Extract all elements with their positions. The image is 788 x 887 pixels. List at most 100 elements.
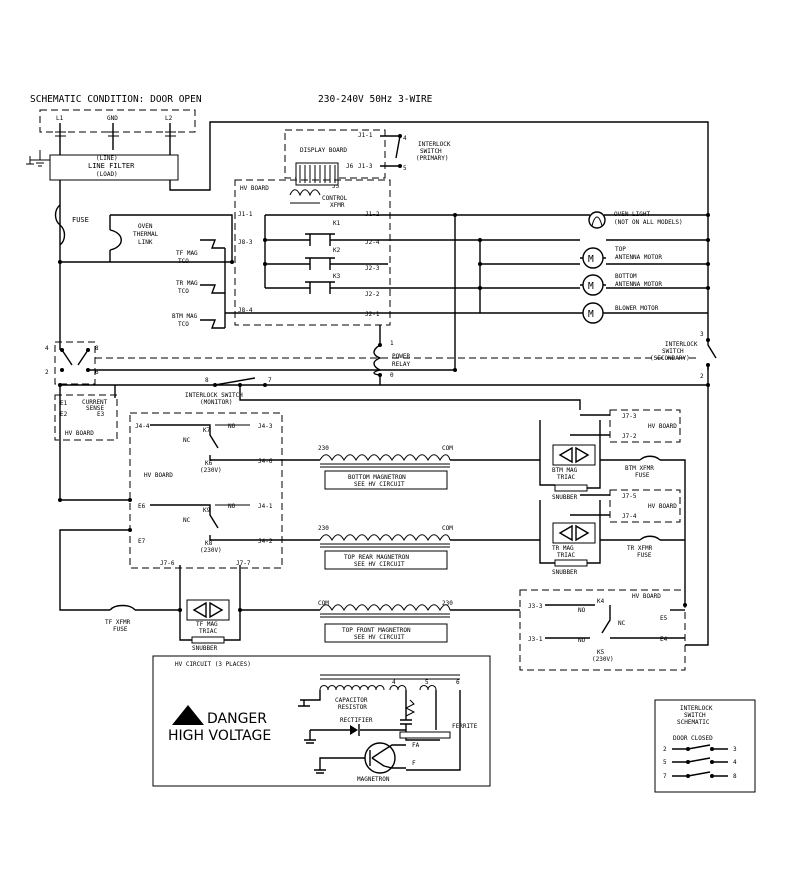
svg-text:SCHEMATIC: SCHEMATIC: [677, 719, 710, 726]
btm-mag-triac: BTM MAG TRIAC SNUBBER BTM XFMR FUSE J7-3…: [539, 409, 681, 501]
tco-tr: TR MAG: [176, 280, 198, 287]
svg-text:COM: COM: [442, 445, 453, 452]
svg-text:J8-4: J8-4: [238, 307, 253, 314]
svg-text:TRIAC: TRIAC: [199, 628, 217, 635]
svg-text:K9: K9: [203, 507, 211, 514]
terminal-l2: L2: [165, 115, 173, 122]
tco-btm: BTM MAG: [172, 313, 198, 320]
supply-terminals: L1 GND L2: [39, 109, 196, 140]
svg-text:J3-3: J3-3: [528, 603, 543, 610]
svg-text:SNUBBER: SNUBBER: [552, 569, 578, 576]
svg-text:SEE HV CIRCUIT: SEE HV CIRCUIT: [354, 561, 405, 568]
svg-text:3: 3: [700, 331, 704, 338]
svg-text:INTERLOCK: INTERLOCK: [680, 705, 713, 712]
hv-board-top: HV BOARD CONTROL XFMR J1-1 J8-3 J8-4 J1-…: [225, 179, 391, 326]
svg-text:HV BOARD: HV BOARD: [144, 472, 173, 479]
svg-text:E2: E2: [60, 411, 68, 418]
svg-text:HV BOARD: HV BOARD: [632, 593, 661, 600]
svg-text:E3: E3: [97, 411, 105, 418]
svg-text:1: 1: [390, 340, 394, 347]
schematic-condition: SCHEMATIC CONDITION: DOOR OPEN: [30, 94, 202, 105]
svg-text:(MONITOR): (MONITOR): [200, 399, 233, 406]
svg-text:BTM XFMR: BTM XFMR: [625, 465, 654, 472]
svg-text:NO: NO: [228, 503, 236, 510]
transformer-top-front: COM 230 TOP FRONT MAGNETRON SEE HV CIRCU…: [318, 600, 453, 643]
svg-text:J7-3: J7-3: [622, 413, 637, 420]
junction-dots: [58, 260, 710, 607]
interlock-switch-secondary: 3 2 INTERLOCK SWITCH (SECONDARY): [650, 331, 717, 380]
svg-text:NC: NC: [183, 437, 191, 444]
svg-text:SWITCH: SWITCH: [684, 712, 706, 719]
svg-text:LINK: LINK: [138, 239, 153, 246]
oven-light-label: OVEN LIGHT: [614, 211, 651, 218]
svg-text:J1-1: J1-1: [358, 132, 373, 139]
svg-text:CONTROL: CONTROL: [322, 195, 348, 202]
svg-text:TF MAG: TF MAG: [196, 621, 218, 628]
svg-text:K7: K7: [203, 427, 211, 434]
oven-light-lamp: [588, 211, 606, 229]
svg-text:COM: COM: [318, 600, 329, 607]
svg-text:4: 4: [403, 135, 407, 142]
svg-text:5: 5: [403, 165, 407, 172]
display-board: DISPLAY BOARD J1-1 J1-3 J6 J5: [284, 129, 400, 190]
current-sense: E1 CURRENT SENSE E2 E3 HV BOARD: [54, 394, 118, 441]
svg-text:J4-4: J4-4: [135, 423, 150, 430]
transformer-bottom: 230 COM BOTTOM MAGNETRON SEE HV CIRCUIT: [318, 445, 453, 490]
oven-thermal-link: OVEN THERMAL LINK: [109, 215, 159, 262]
svg-text:TF XFMR: TF XFMR: [105, 619, 131, 626]
svg-text:2: 2: [663, 746, 667, 753]
svg-text:4: 4: [733, 759, 737, 766]
svg-text:FA: FA: [412, 742, 420, 749]
svg-text:J2-2: J2-2: [365, 291, 380, 298]
svg-text:J4-6: J4-6: [258, 458, 273, 465]
tco-tf: TF MAG: [176, 250, 198, 257]
svg-text:230: 230: [318, 445, 329, 452]
blower-motor-label: BLOWER MOTOR: [615, 305, 659, 312]
svg-text:HV CIRCUIT (3 PLACES): HV CIRCUIT (3 PLACES): [175, 661, 251, 668]
power-relay: 1 0 POWER RELAY: [373, 340, 410, 379]
line-filter-load: (LOAD): [96, 171, 118, 178]
svg-text:(NOT ON ALL MODELS): (NOT ON ALL MODELS): [614, 219, 683, 226]
svg-text:J7-6: J7-6: [160, 560, 175, 567]
svg-text:TCO: TCO: [178, 288, 189, 295]
svg-text:SEE HV CIRCUIT: SEE HV CIRCUIT: [354, 481, 405, 488]
svg-text:BTM MAG: BTM MAG: [552, 467, 578, 474]
svg-text:CURRENT: CURRENT: [82, 399, 108, 406]
svg-text:SWITCH: SWITCH: [662, 348, 684, 355]
loads: OVEN LIGHT (NOT ON ALL MODELS) M TOP ANT…: [453, 211, 710, 324]
svg-text:M: M: [588, 281, 594, 292]
transformer-top-rear: 230 COM TOP REAR MAGNETRON SEE HV CIRCUI…: [318, 525, 453, 570]
svg-text:230: 230: [442, 600, 453, 607]
svg-text:2: 2: [700, 373, 704, 380]
interlock-switch-monitor: 8 7 INTERLOCK SWITCH (MONITOR): [185, 377, 272, 406]
svg-text:INTERLOCK: INTERLOCK: [418, 141, 451, 148]
svg-text:F: F: [412, 760, 416, 767]
svg-text:SNUBBER: SNUBBER: [192, 645, 218, 652]
hv-circuit: HV CIRCUIT (3 PLACES) DANGER HIGH VOLTAG…: [152, 655, 491, 787]
svg-text:(PRIMARY): (PRIMARY): [416, 155, 449, 162]
svg-text:J1-1: J1-1: [238, 211, 253, 218]
svg-text:FUSE: FUSE: [635, 472, 650, 479]
svg-text:NC: NC: [618, 620, 626, 627]
svg-text:MAGNETRON: MAGNETRON: [357, 776, 390, 783]
svg-text:J8-3: J8-3: [238, 239, 253, 246]
ground-symbol: [34, 150, 46, 167]
interlock-schematic-legend: INTERLOCK SWITCH SCHEMATIC DOOR CLOSED 2…: [654, 699, 756, 793]
svg-text:J4-3: J4-3: [258, 423, 273, 430]
svg-text:(SECONDARY): (SECONDARY): [650, 355, 690, 362]
svg-text:DISPLAY BOARD: DISPLAY BOARD: [300, 147, 347, 154]
svg-text:8: 8: [733, 773, 737, 780]
svg-text:COM: COM: [442, 525, 453, 532]
svg-text:SNUBBER: SNUBBER: [552, 494, 578, 501]
svg-text:RECTIFIER: RECTIFIER: [340, 717, 373, 724]
svg-text:TOP FRONT MAGNETRON: TOP FRONT MAGNETRON: [342, 627, 411, 634]
svg-text:M: M: [588, 254, 594, 265]
interlock-switch-primary: 4 5 INTERLOCK SWITCH (PRIMARY): [395, 134, 451, 172]
danger-warning-icon: [172, 705, 204, 725]
svg-text:(230V): (230V): [592, 656, 614, 663]
svg-text:TCO: TCO: [178, 321, 189, 328]
svg-text:ANTENNA MOTOR: ANTENNA MOTOR: [615, 254, 662, 261]
tf-mag-triac: TF MAG TRIAC SNUBBER TF XFMR FUSE: [105, 599, 242, 652]
svg-text:K4: K4: [597, 598, 605, 605]
svg-text:8: 8: [205, 377, 209, 384]
